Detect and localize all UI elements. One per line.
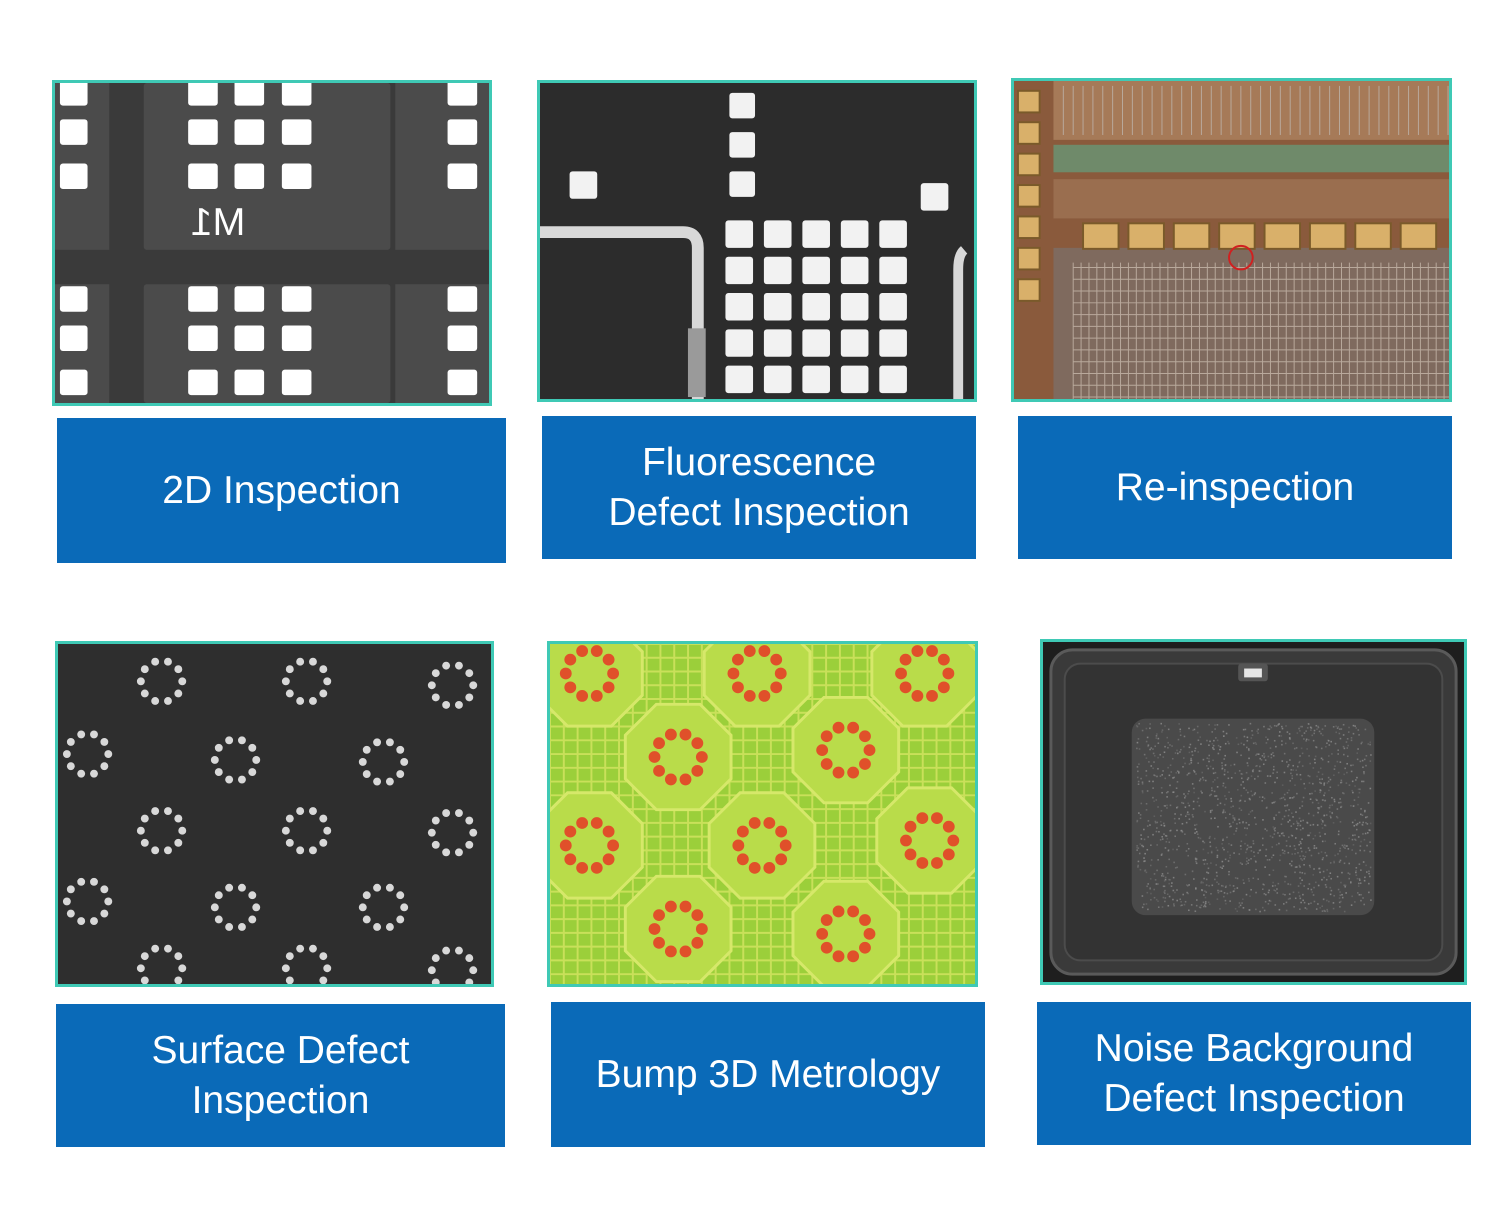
reinspection-image	[1011, 78, 1452, 402]
surface-defect-image	[55, 641, 494, 987]
noise-background-image	[1040, 639, 1467, 985]
m1-mark: M1	[191, 200, 246, 244]
fluorescence-image	[537, 80, 977, 402]
bump-3d-metrology-image	[547, 641, 978, 987]
reinspection-label: Re-inspection	[1018, 416, 1452, 559]
bump-3d-metrology-label: Bump 3D Metrology	[551, 1002, 985, 1147]
2d-inspection-image: M1	[52, 80, 492, 406]
2d-inspection-label: 2D Inspection	[57, 418, 506, 563]
